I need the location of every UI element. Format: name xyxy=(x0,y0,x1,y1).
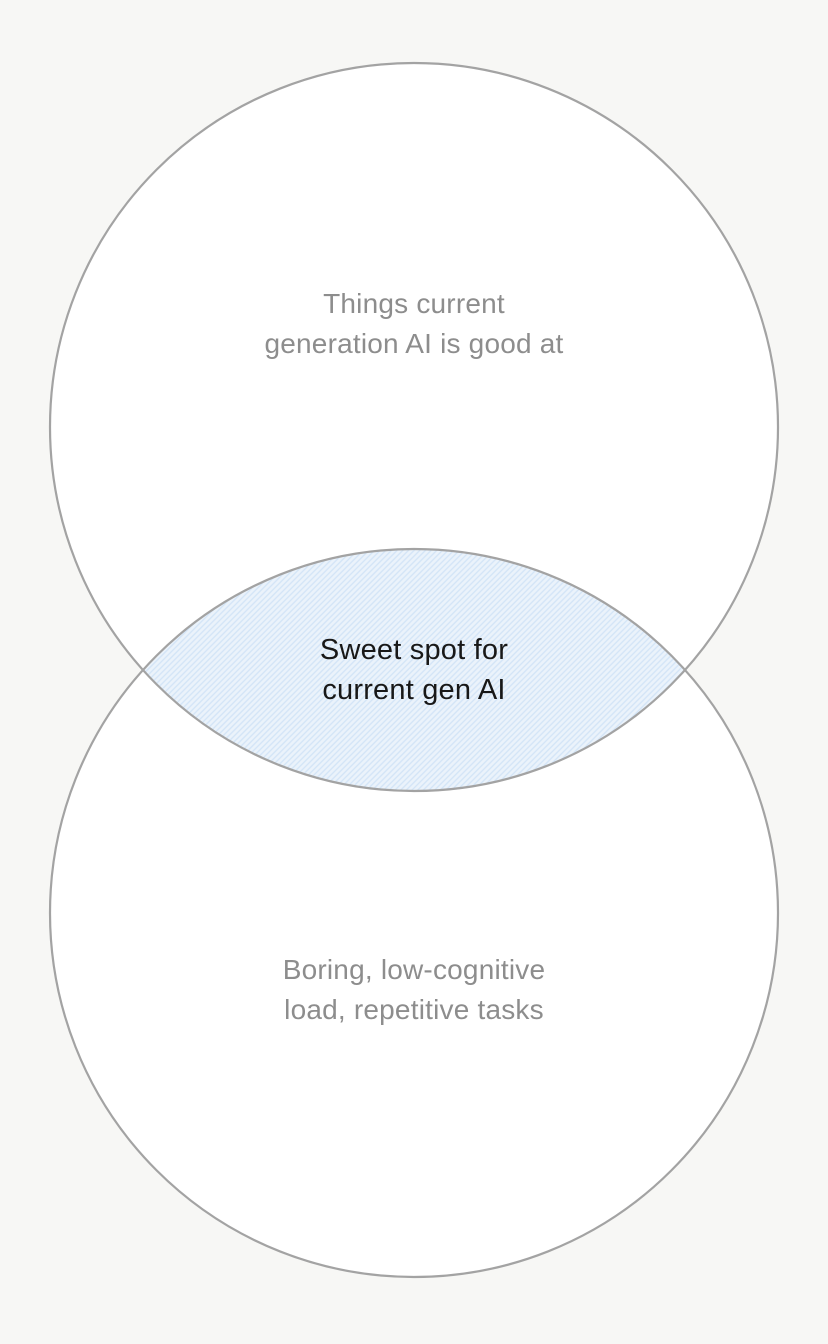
top-circle-label: Things current generation AI is good at xyxy=(0,284,828,364)
top-circle-outline xyxy=(48,61,780,793)
label-line: Sweet spot for xyxy=(319,634,509,666)
intersection-label: Sweet spot for current gen AI xyxy=(0,630,828,710)
label-line: Boring, low-cognitive xyxy=(282,954,546,985)
label-line: Things current xyxy=(323,288,505,319)
label-line: current gen AI xyxy=(322,674,506,706)
label-line: generation AI is good at xyxy=(264,328,564,359)
bottom-circle-outline xyxy=(48,547,780,1279)
bottom-circle-label: Boring, low-cognitive load, repetitive t… xyxy=(0,950,828,1030)
intersection-lens xyxy=(50,549,778,791)
label-line: load, repetitive tasks xyxy=(284,994,544,1025)
